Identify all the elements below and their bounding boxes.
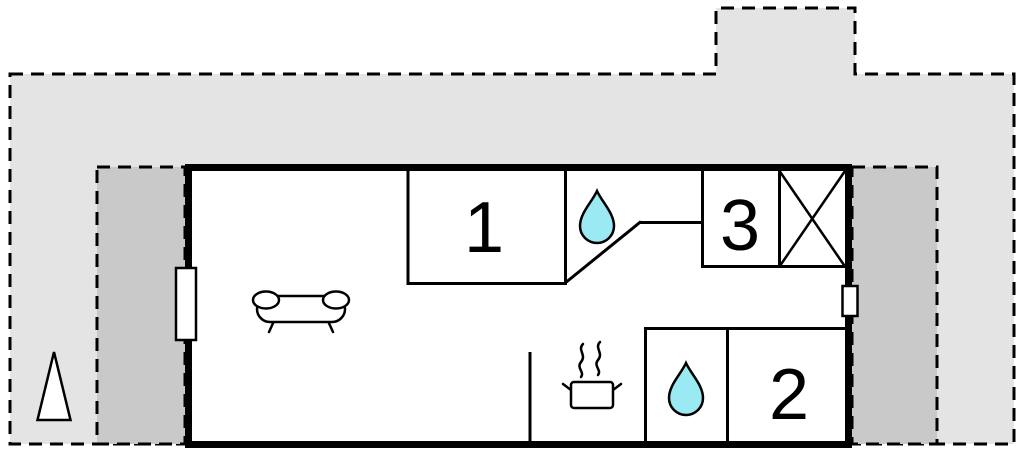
terrace-right: [850, 165, 939, 446]
room-2-label: 2: [769, 355, 809, 435]
pot-handle-right: [611, 382, 623, 392]
water-drop-icon-bathroom2: [667, 359, 705, 417]
wardrobe-x-icon: [778, 169, 847, 268]
window-right-icon: [841, 284, 859, 318]
water-drop-icon-bathroom1: [578, 187, 616, 245]
room-1-label: 1: [464, 188, 504, 268]
steam-line-2: [595, 340, 602, 377]
wall-bath-diagonal: [563, 220, 642, 285]
sofa-icon: [251, 290, 351, 334]
window-left-icon: [174, 266, 198, 342]
terrace-left: [95, 165, 187, 446]
triangle-icon: [35, 351, 73, 422]
steam-line-1: [578, 342, 585, 379]
stove-icon: [561, 340, 623, 410]
pot-handle-left: [561, 382, 573, 392]
sofa-armrest-right: [321, 290, 351, 310]
sofa-armrest-left: [251, 290, 281, 310]
room-3-label: 3: [720, 186, 760, 266]
x-diagonal-2: [778, 169, 847, 268]
interior-walls: [406, 171, 845, 441]
pot-body: [569, 380, 615, 410]
